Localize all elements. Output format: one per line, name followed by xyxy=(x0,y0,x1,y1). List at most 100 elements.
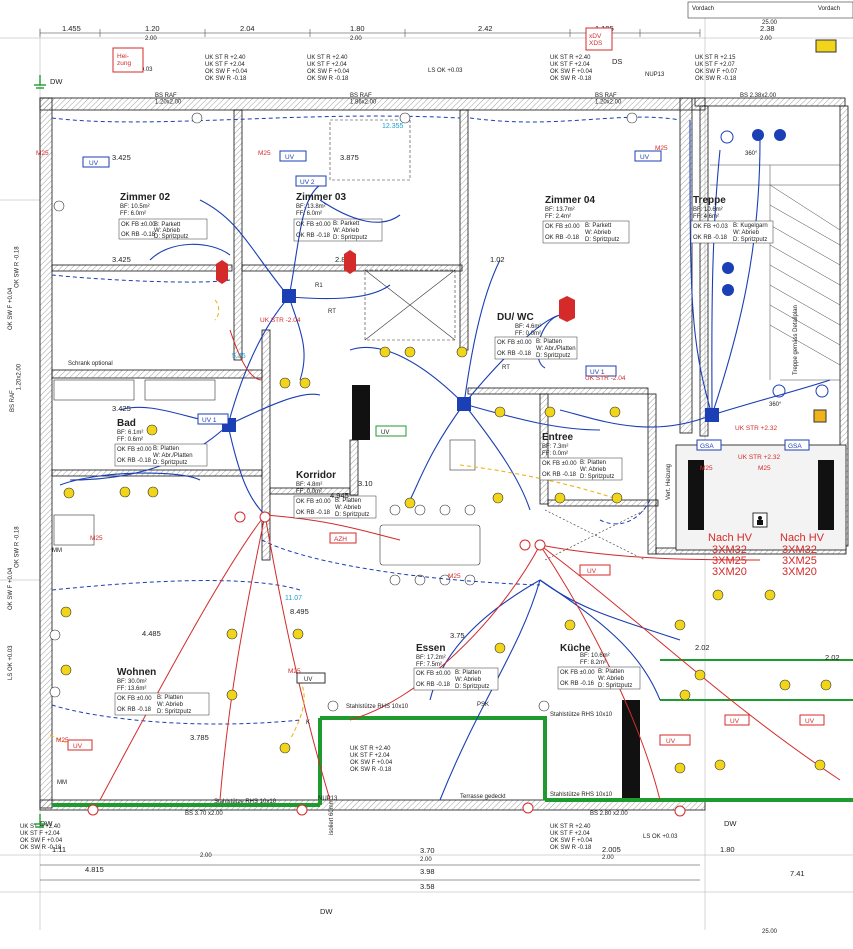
room-ok-fb: OK FB ±0.00 xyxy=(560,670,595,676)
bs-label: BS 3.70 x2.00 xyxy=(185,811,223,817)
svg-text:UK STR -2.04: UK STR -2.04 xyxy=(260,317,301,324)
mm-label: MM xyxy=(52,548,62,554)
room-ok-rb: OK RB -0.18 xyxy=(542,472,577,478)
room-ok-fb: OK FB ±0.00 xyxy=(117,696,152,702)
dim-label: 3.875 xyxy=(340,153,359,162)
svg-text:M25: M25 xyxy=(655,145,668,152)
uk-line: OK SW R -0.18 xyxy=(695,76,737,82)
room-finish: B: Platten xyxy=(157,695,183,701)
interior-walls xyxy=(51,105,849,561)
room-ok-fb: OK FB ±0.00 xyxy=(296,222,331,228)
svg-text:Stahlstütze RHS 10x10: Stahlstütze RHS 10x10 xyxy=(346,704,409,710)
room-finish: D: Spritzputz xyxy=(536,353,570,359)
dim-label: 3.425 xyxy=(112,153,131,162)
person-icon xyxy=(752,512,768,528)
room-name-treppe: Treppe xyxy=(693,195,726,206)
room-ff: FF: 0.0m² xyxy=(515,331,541,337)
svg-text:UV: UV xyxy=(381,430,389,436)
room-ff: FF: 0.6m² xyxy=(117,437,143,443)
dim-label: 3.98 xyxy=(420,867,435,876)
room-ok-fb: OK FB ±0.00 xyxy=(121,222,156,228)
svg-text:GSA: GSA xyxy=(700,443,714,450)
svg-text:UV 1: UV 1 xyxy=(590,369,605,376)
svg-text:Hei-zung: Hei-zung xyxy=(117,53,131,67)
vordach-left: Vordach xyxy=(692,6,714,12)
svg-text:Nach HV: Nach HV xyxy=(780,532,825,544)
svg-text:1.11: 1.11 xyxy=(52,845,66,854)
uk-line: UK ST F +2.07 xyxy=(695,62,735,68)
svg-text:2.00: 2.00 xyxy=(420,857,432,863)
dim-label: 8.495 xyxy=(290,607,309,616)
room-ok-fb: OK FB ±0.00 xyxy=(296,499,331,505)
room-ok-rb: OK RB -0.18 xyxy=(296,510,331,516)
heizung-tag: Hei-zung xyxy=(112,47,144,73)
right-dimensions: 2.02 2.02 7.41 25.00 xyxy=(695,643,840,935)
room-ok-fb: OK FB ±0.00 xyxy=(545,224,580,230)
room-finish: D: Spritzputz xyxy=(733,237,767,243)
room-finish: W: Abrieb xyxy=(154,228,181,234)
room-finish: D: Spritzputz xyxy=(585,237,619,243)
blue-dim: 5.35 xyxy=(232,353,246,360)
schrank-label: Schrank optional xyxy=(68,361,113,367)
room-name-kueche: Küche xyxy=(560,643,591,654)
room-finish: D: Spritzputz xyxy=(580,474,614,480)
room-finish: D: Spritzputz xyxy=(335,512,369,518)
ls-ok-label: LS OK +0.03 xyxy=(643,834,678,840)
room-ok-fb: OK FB ±0.00 xyxy=(542,461,577,467)
room-ok-rb: OK RB -0.18 xyxy=(693,235,728,241)
dw-label: DW xyxy=(320,907,333,916)
room-finish: W: Abrieb xyxy=(733,230,760,236)
svg-text:3XM25: 3XM25 xyxy=(782,555,817,567)
room-ff: FF: 2.4m² xyxy=(545,214,571,220)
room-zimmer-02: Zimmer 02 BF: 10.5m² FF: 6.0m² OK FB ±0.… xyxy=(118,192,208,240)
uk-line: OK SW F +0.04 xyxy=(350,760,393,766)
room-finish: W: Abrieb xyxy=(157,702,184,708)
svg-text:2.00: 2.00 xyxy=(602,855,614,861)
room-bf: BF: 4.8m² xyxy=(296,482,322,488)
furniture xyxy=(53,119,646,586)
svg-text:UV: UV xyxy=(730,718,740,725)
uk-line: OK SW F +0.04 xyxy=(20,838,63,844)
dim-label: 4.815 xyxy=(85,865,104,874)
room-bf: BF: 30.0m² xyxy=(117,679,147,685)
mm-label: MM xyxy=(57,780,67,786)
uk-line: OK SW F +0.04 xyxy=(205,69,248,75)
room-name-bad: Bad xyxy=(117,418,136,429)
room-kueche: Küche BF: 10.6m² FF: 8.2m² OK FB ±0.00 O… xyxy=(557,643,641,690)
room-finish: B: Parkett xyxy=(585,223,612,229)
svg-text:Nach HV: Nach HV xyxy=(708,532,753,544)
top-right-dim: 25.00 xyxy=(762,20,778,26)
uk-line: UK ST F +2.04 xyxy=(550,831,590,837)
room-bad: Bad BF: 6.1m² FF: 0.6m² OK FB ±0.00 OK R… xyxy=(114,418,208,467)
dim-label: 4.485 xyxy=(142,629,161,638)
bell-icon xyxy=(722,129,786,296)
room-ff: FF: 0.0m² xyxy=(296,489,322,495)
room-finish: B: Parkett xyxy=(333,221,360,227)
top-dim-1: 1.455 xyxy=(62,24,81,33)
exterior-walls xyxy=(39,97,846,811)
room-name-du-wc: DU/ WC xyxy=(497,312,534,323)
svg-text:3XM20: 3XM20 xyxy=(782,566,817,578)
room-name-wohnen: Wohnen xyxy=(117,667,156,678)
uk-line: UK ST F +2.04 xyxy=(20,831,60,837)
room-ff: FF: 13.6m² xyxy=(117,686,146,692)
svg-text:UV: UV xyxy=(587,568,597,575)
svg-text:UK STR +2.32: UK STR +2.32 xyxy=(735,425,777,432)
svg-text:3.70: 3.70 xyxy=(420,846,435,855)
svg-text:M25: M25 xyxy=(56,737,69,744)
svg-text:3XM25: 3XM25 xyxy=(712,555,747,567)
uk-line: OK SW R -0.18 xyxy=(307,76,349,82)
room-finish: D: Spritzputz xyxy=(157,709,191,715)
room-finish: B: Platten xyxy=(335,498,361,504)
svg-text:UK STR -2.04: UK STR -2.04 xyxy=(585,375,626,382)
room-ok-fb: OK FB ±0.00 xyxy=(416,671,451,677)
room-ff: FF: 6.0m² xyxy=(120,211,146,217)
svg-text:NUP13: NUP13 xyxy=(645,72,665,78)
treppe-detail-label: Treppe gemäss Detailplan xyxy=(793,305,799,375)
room-ok-rb: OK RB -0.18 xyxy=(117,707,152,713)
top-dim-4: 1.80 xyxy=(350,24,365,33)
svg-text:UK STR +2.32: UK STR +2.32 xyxy=(738,454,780,461)
k-markers xyxy=(49,112,638,712)
